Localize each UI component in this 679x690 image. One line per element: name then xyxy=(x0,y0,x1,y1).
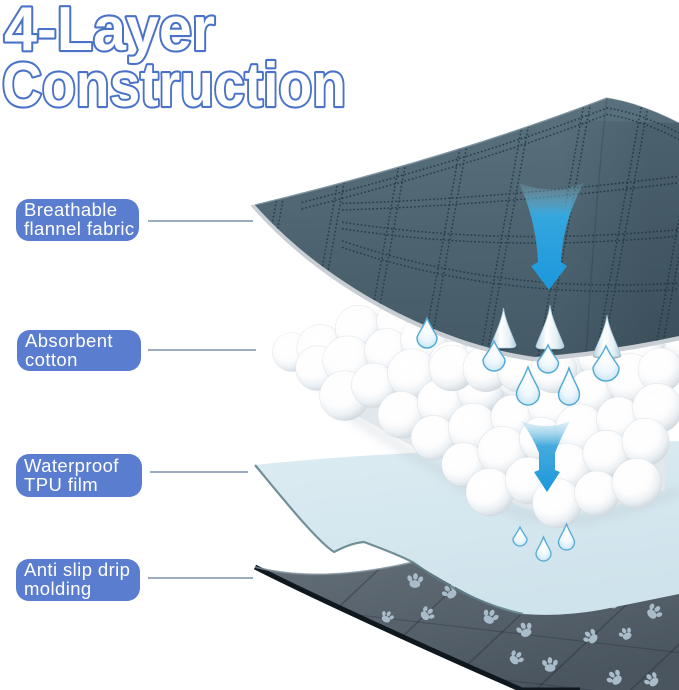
svg-text:molding: molding xyxy=(24,578,92,599)
svg-text:flannel fabric: flannel fabric xyxy=(24,218,135,239)
svg-text:Breathable: Breathable xyxy=(24,199,117,220)
svg-text:Anti slip drip: Anti slip drip xyxy=(24,559,130,580)
svg-text:cotton: cotton xyxy=(25,349,78,370)
svg-text:TPU film: TPU film xyxy=(24,474,98,495)
svg-text:4-Layer: 4-Layer xyxy=(4,0,215,64)
svg-text:Absorbent: Absorbent xyxy=(25,330,113,351)
svg-text:Construction: Construction xyxy=(2,51,346,120)
svg-text:Waterproof: Waterproof xyxy=(24,455,119,476)
